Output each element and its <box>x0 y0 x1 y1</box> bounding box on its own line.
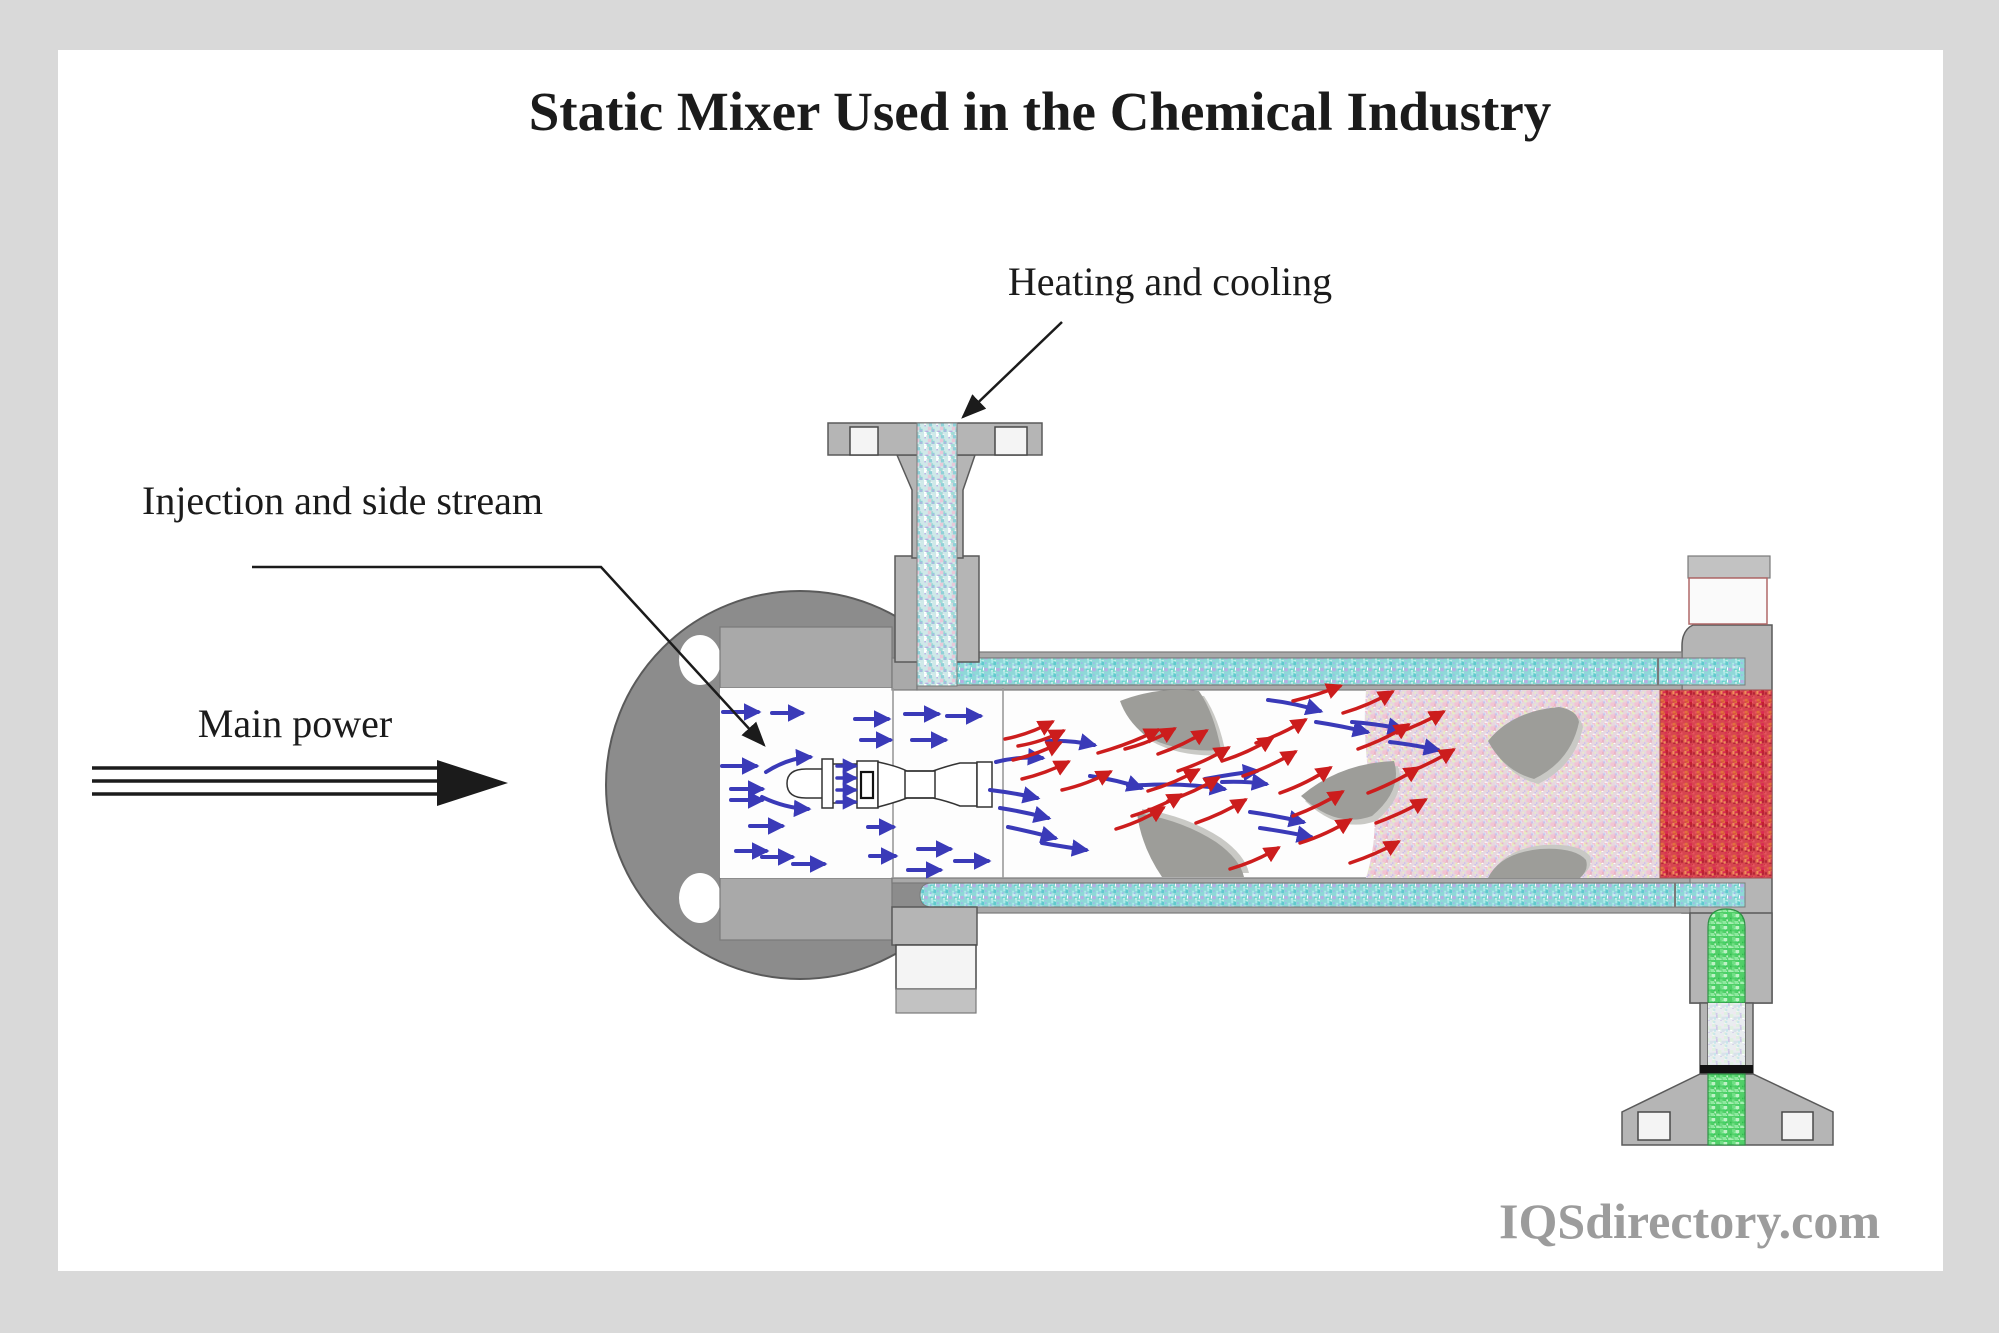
nozzle-bell <box>786 768 824 799</box>
heating-cooling-jacket <box>916 657 1746 908</box>
heating-inlet-assembly <box>827 422 1043 687</box>
mixed-product-region <box>1659 689 1773 879</box>
venturi-end-plate <box>976 761 993 808</box>
partially-mixed-region <box>1364 690 1660 878</box>
label-main-power: Main power <box>197 701 393 746</box>
heating-leader-arrow <box>961 321 1063 419</box>
page-title: Static Mixer Used in the Chemical Indust… <box>528 81 1552 142</box>
annotation-leaders <box>252 321 1063 747</box>
outlet-bolt-right <box>1781 1111 1814 1141</box>
drain-stub <box>891 906 978 1014</box>
bolt-hole-bottom <box>679 873 721 923</box>
inlet-pipe-fluid <box>916 422 958 687</box>
watermark-iqsdirectory: IQSdirectory.com <box>1499 1193 1880 1249</box>
pipe-inner-walls <box>891 684 1691 884</box>
outlet-pipe-fluid-lower <box>1707 1073 1746 1146</box>
outlet-flange-gasket <box>1687 555 1771 625</box>
outlet-pipe-fluid-upper <box>1707 908 1746 1004</box>
label-injection-side-stream: Injection and side stream <box>142 478 543 523</box>
injected-flow-arrows <box>1003 683 1456 871</box>
jacket-top-band <box>916 657 1746 686</box>
inlet-end-cap <box>719 626 893 941</box>
outlet-bolt-left <box>1637 1111 1671 1141</box>
main-power-arrow <box>92 760 508 806</box>
cooling-outlet-assembly <box>1621 908 1834 1146</box>
inlet-bolt-left <box>849 426 879 456</box>
outlet-sight-glass <box>1708 1003 1745 1065</box>
label-heating-and-cooling: Heating and cooling <box>1007 259 1333 304</box>
jacket-bottom-band <box>919 882 1746 908</box>
bolt-hole-top <box>679 635 721 685</box>
outlet-valve-band <box>1700 1065 1753 1074</box>
injection-leader-arrow <box>252 565 766 747</box>
nozzle-disc <box>821 758 834 809</box>
inlet-bolt-right <box>994 426 1028 456</box>
injection-nozzle <box>786 758 993 809</box>
